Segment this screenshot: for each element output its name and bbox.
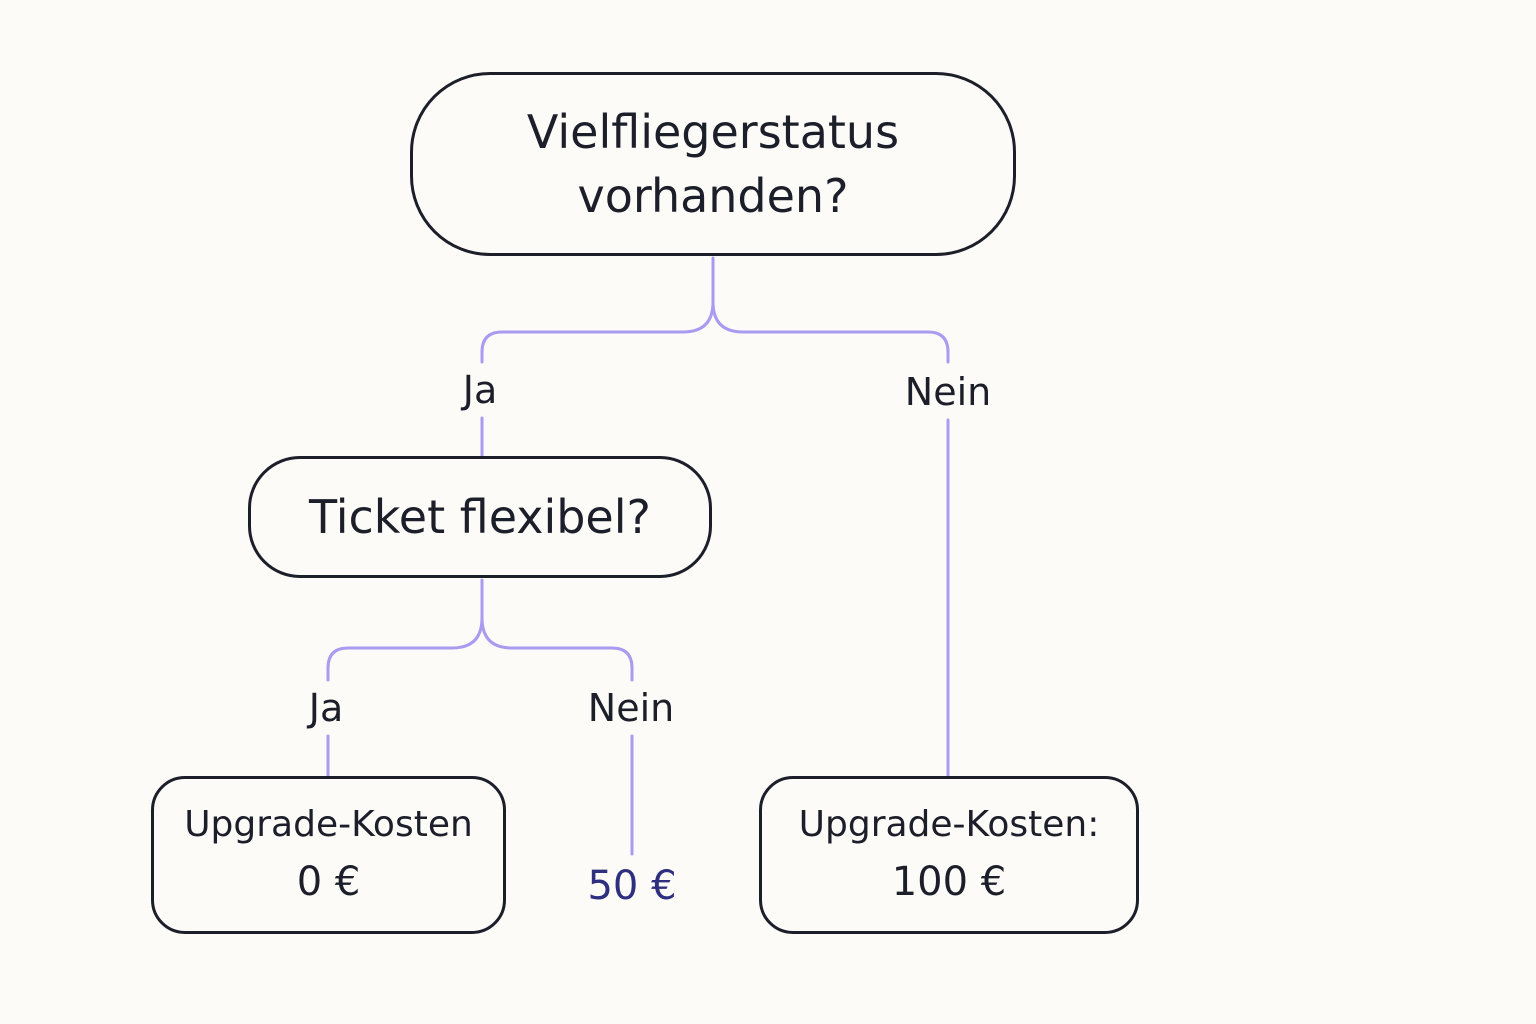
edge-label-no: Nein: [904, 370, 992, 414]
edge-label-flex-no: Nein: [587, 686, 675, 730]
edge-label-yes: Ja: [462, 368, 498, 412]
connector-flex-split: [326, 578, 634, 682]
flex-question-node: Ticket flexibel?: [248, 456, 712, 578]
outcome-fifty-value: 50 €: [587, 863, 677, 909]
outcome-hundred-label: Upgrade-Kosten:: [798, 804, 1100, 845]
outcome-zero-label: Upgrade-Kosten: [184, 804, 473, 845]
root-question-node: Vielfliegerstatus vorhanden?: [410, 72, 1016, 256]
flex-question-text: Ticket flexibel?: [309, 490, 651, 544]
outcome-node-zero-cost: Upgrade-Kosten 0 €: [151, 776, 506, 934]
outcome-node-hundred-cost: Upgrade-Kosten: 100 €: [759, 776, 1139, 934]
connector-root-split: [480, 256, 950, 364]
outcome-hundred-value: 100 €: [891, 859, 1007, 905]
outcome-zero-value: 0 €: [296, 859, 361, 905]
edge-label-flex-yes: Ja: [308, 686, 344, 730]
root-question-line2: vorhanden?: [577, 169, 849, 223]
root-question-line1: Vielfliegerstatus: [526, 105, 900, 159]
